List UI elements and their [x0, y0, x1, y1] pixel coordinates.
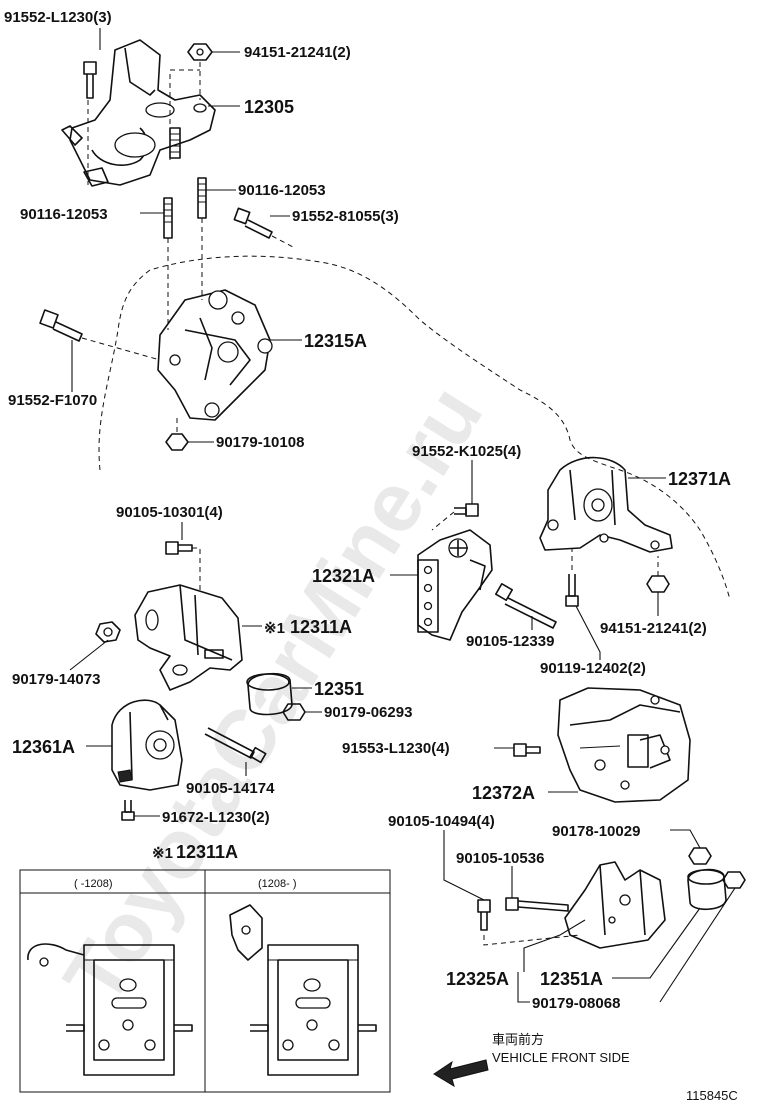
stud-90116-12053-right [197, 177, 207, 219]
label-91672-L1230: 91672-L1230(2) [162, 809, 270, 826]
inset-left-bracket [27, 943, 193, 1076]
left-arrow-icon [433, 1059, 489, 1088]
label-90105-10494: 90105-10494(4) [388, 813, 495, 830]
label-91552-K1025: 91552-K1025(4) [412, 443, 521, 460]
engine-mount-12371A [539, 456, 673, 553]
label-91553-L1230: 91553-L1230(4) [342, 740, 450, 757]
nut-90179-08068 [722, 871, 746, 889]
label-12351: 12351 [314, 679, 364, 699]
engine-mount-12361A [111, 699, 183, 791]
label-12361A: 12361A [12, 737, 75, 757]
inset-12311A: ※1 12311A ( -1208) (1208- ) [19, 842, 391, 1093]
label-90116-12053-left: 90116-12053 [20, 206, 108, 223]
bracket-12321A [417, 529, 493, 641]
bolt-90105-14174 [204, 727, 267, 764]
label-90179-14073: 90179-14073 [12, 671, 100, 688]
bolt-90105-10301 [165, 541, 201, 590]
engine-mount-12305 [61, 39, 216, 187]
leader-lines [69, 28, 736, 1003]
bolt-90119-12402 [565, 548, 579, 607]
bracket-12315A [157, 289, 273, 421]
inset-col-right: (1208- ) [258, 878, 297, 890]
label-12305: 12305 [244, 97, 294, 117]
label-94151-21241-top: 94151-21241(2) [244, 44, 351, 61]
bolt-91672-L1230 [121, 800, 135, 821]
bushing-12351 [246, 672, 293, 716]
label-12325A: 12325A [446, 969, 509, 989]
watermark-text: ToyotaCarMine.ru [46, 369, 501, 1019]
bolt-90105-10536 [505, 897, 569, 912]
label-12311A-mark: ※1 [264, 620, 285, 637]
engine-mount-12372A [557, 687, 691, 803]
bolt-91553-L1230 [513, 743, 541, 757]
nut-94151-21241-lower [646, 556, 670, 593]
label-90116-12053-right: 90116-12053 [238, 182, 326, 199]
nut-90179-14073 [95, 621, 121, 643]
vehicle-front-indicator: 車両前方 VEHICLE FRONT SIDE [433, 1032, 630, 1088]
bolt-90105-10494 [477, 899, 581, 946]
label-12315A: 12315A [304, 331, 367, 351]
label-90179-10108: 90179-10108 [216, 434, 304, 451]
nut-90178-10029 [688, 847, 712, 865]
stud-90116-12053-left [163, 197, 173, 239]
bolt-91552-L1230 [83, 61, 97, 99]
inset-right-bracket [229, 904, 377, 1076]
bracket-12311A [134, 584, 243, 691]
guide-line [169, 69, 200, 160]
bushing-12351A [687, 868, 727, 911]
inset-title-mark: ※1 [152, 845, 173, 862]
label-90178-10029: 90178-10029 [552, 823, 640, 840]
label-90105-10536: 90105-10536 [456, 850, 544, 867]
label-90179-08068: 90179-08068 [532, 995, 620, 1012]
label-12372A: 12372A [472, 783, 535, 803]
bolt-91552-F1070 [39, 309, 161, 361]
inset-title: 12311A [176, 842, 238, 862]
bolt-90105-12339 [495, 583, 557, 629]
label-12311A: 12311A [290, 617, 352, 637]
nut-94151-21241-top [187, 43, 213, 61]
nut-90179-06293 [282, 703, 306, 721]
label-90105-10301: 90105-10301(4) [116, 504, 223, 521]
nut-90179-10108 [165, 418, 189, 451]
label-90179-06293: 90179-06293 [324, 704, 412, 721]
engine-outline [98, 255, 731, 601]
label-90105-14174: 90105-14174 [186, 780, 275, 797]
guide-line [271, 235, 296, 249]
label-90105-12339: 90105-12339 [466, 633, 554, 650]
vehicle-front-english: VEHICLE FRONT SIDE [492, 1050, 630, 1065]
label-12351A: 12351A [540, 969, 603, 989]
label-12371A: 12371A [668, 469, 731, 489]
bolt-91552-81055 [233, 207, 273, 239]
label-91552-81055: 91552-81055(3) [292, 208, 399, 225]
inset-col-left: ( -1208) [74, 878, 113, 890]
bracket-12325A [564, 861, 666, 949]
vehicle-front-japanese: 車両前方 [492, 1032, 544, 1047]
figure-id: 115845C [686, 1088, 738, 1103]
label-91552-L1230: 91552-L1230(3) [4, 9, 112, 26]
label-12321A: 12321A [312, 566, 375, 586]
label-94151-21241-lower: 94151-21241(2) [600, 620, 707, 637]
label-91552-F1070: 91552-F1070 [8, 392, 97, 409]
label-90119-12402: 90119-12402(2) [540, 660, 646, 677]
